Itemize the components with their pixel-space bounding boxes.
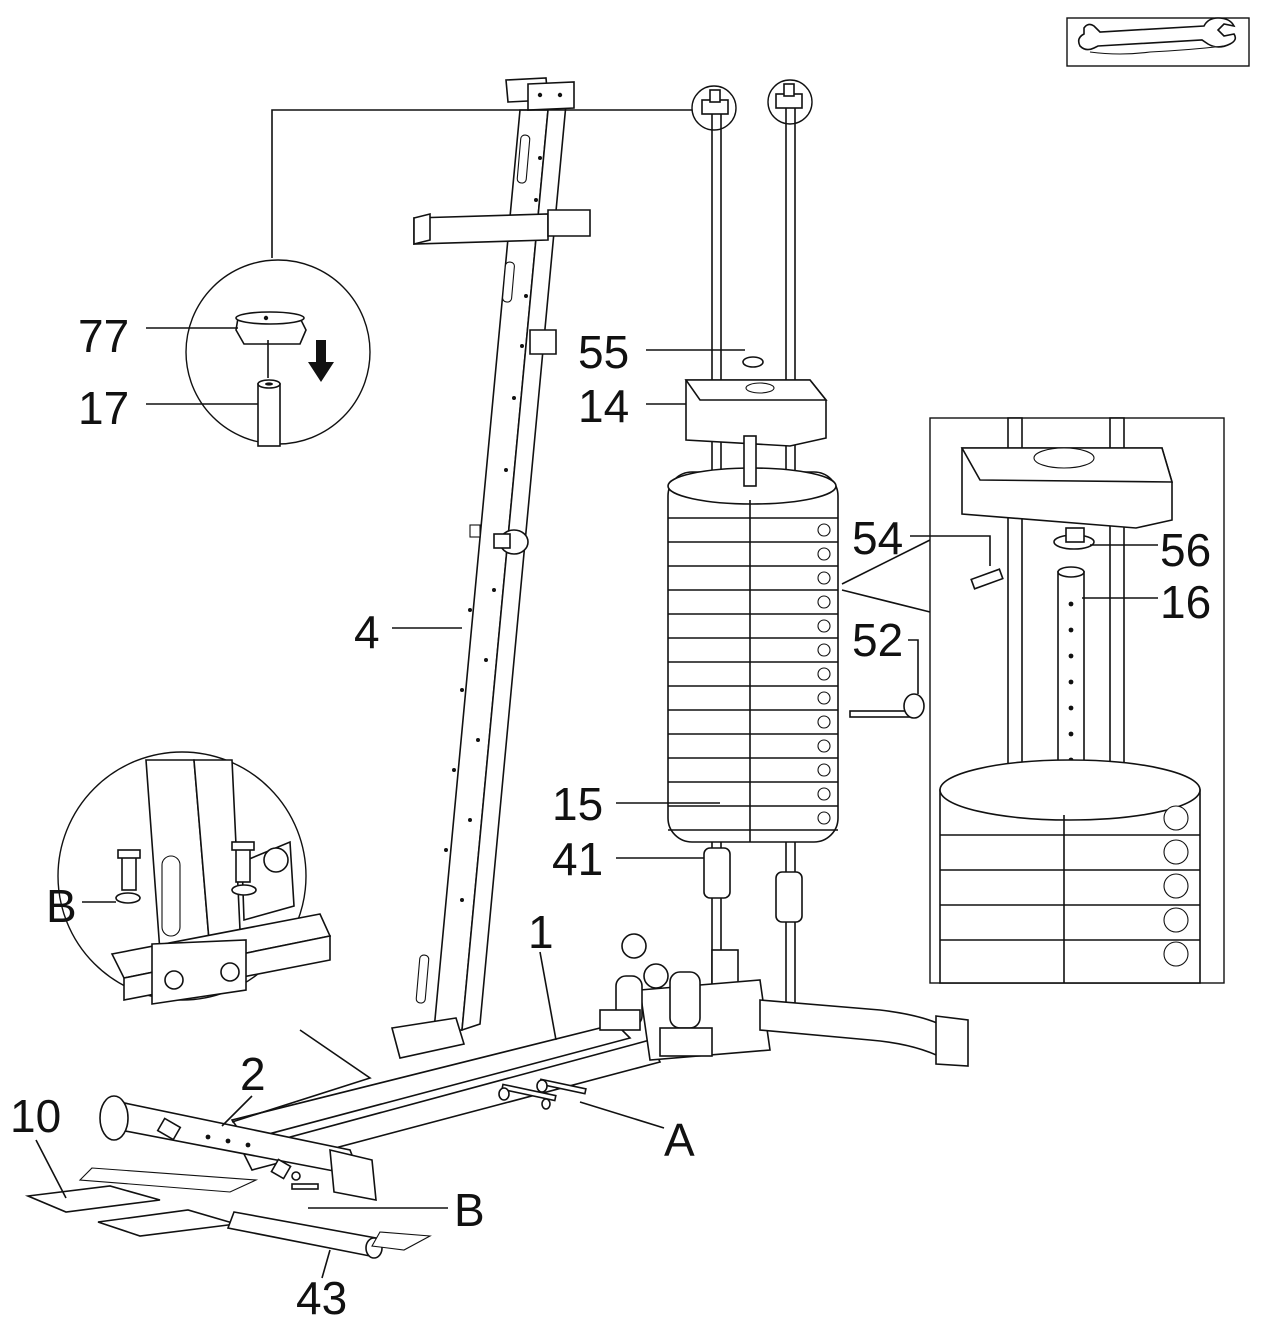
callout-14: 14 (578, 380, 629, 432)
detail-inset-right (841, 417, 1225, 984)
selector-pin-52 (849, 693, 925, 719)
callout-52: 52 (852, 614, 903, 666)
roller-43 (226, 1211, 432, 1259)
wrench-icon (1077, 17, 1237, 55)
callout-10: 10 (10, 1090, 61, 1142)
callout-77: 77 (78, 310, 129, 362)
detail-circle-top (185, 259, 371, 447)
foot-plates-10 (24, 1167, 259, 1237)
detail-circle-bottom (57, 751, 332, 1005)
leader-lines (35, 109, 1158, 1279)
top-plate-14 (684, 356, 828, 447)
callout-54: 54 (852, 512, 903, 564)
bolts-b-front (291, 1171, 319, 1190)
callout-b-detail: B (46, 880, 77, 932)
callout-b-front: B (454, 1184, 485, 1236)
upright-frame-4 (390, 77, 591, 1059)
front-bar-2 (99, 1095, 377, 1201)
arrow-down-icon (308, 340, 334, 382)
callout-labels: 77 17 55 14 54 56 16 52 4 15 41 1 B 2 10… (10, 310, 1211, 1323)
callout-4: 4 (354, 606, 380, 658)
callout-17: 17 (78, 382, 129, 434)
callout-2: 2 (240, 1048, 266, 1100)
callout-a: A (664, 1114, 695, 1166)
bolts-a (498, 1078, 587, 1110)
callout-55: 55 (578, 326, 629, 378)
bumpers-41 (703, 847, 803, 989)
callout-15: 15 (552, 778, 603, 830)
callout-56: 56 (1160, 524, 1211, 576)
weight-stack-15 (667, 435, 839, 843)
callout-1: 1 (528, 906, 554, 958)
callout-41: 41 (552, 833, 603, 885)
callout-43: 43 (296, 1272, 347, 1323)
wrench-tool-box (1066, 17, 1250, 67)
base-frame-1 (230, 933, 969, 1171)
callout-16: 16 (1160, 576, 1211, 628)
